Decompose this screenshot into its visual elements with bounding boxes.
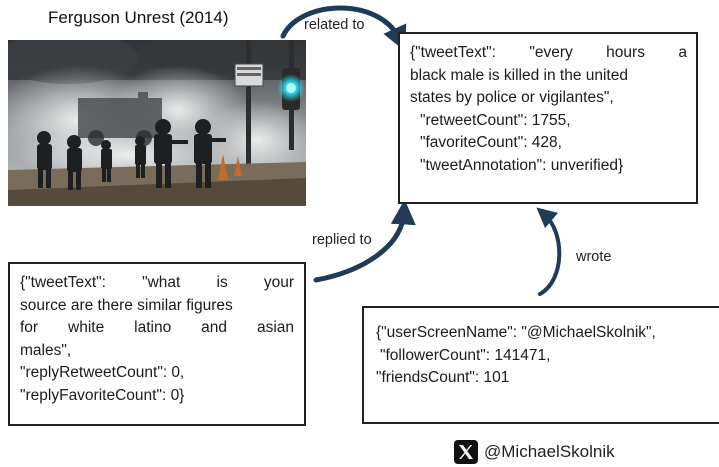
- user-friends-count: "friendsCount": 101: [376, 369, 510, 386]
- replied-to-arrow: [313, 199, 416, 283]
- tweet-line-2: black male is killed in the united: [410, 66, 628, 84]
- user-node: {"userScreenName": "@MichaelSkolnik", "f…: [362, 306, 719, 424]
- photo-scene: [8, 40, 306, 206]
- related-to-label: related to: [304, 17, 365, 33]
- ferguson-photo: [8, 40, 306, 206]
- x-logo-icon: [454, 440, 478, 464]
- user-follower-count: "followerCount": 141471,: [380, 346, 551, 364]
- reply-retweet-count: "replyRetweetCount": 0,: [20, 364, 185, 381]
- tweet-favorite-count: "favoriteCount": 428,: [420, 134, 562, 151]
- replied-to-label: replied to: [312, 232, 372, 248]
- reply-line-3: for white latino and asian: [20, 319, 294, 336]
- reply-node: {"tweetText": "what is your source are t…: [8, 262, 306, 426]
- tweet-node: {"tweetText": "every hours a black male …: [398, 32, 698, 204]
- reply-line-2: source are there similar figures: [20, 296, 233, 314]
- tweet-retweet-count: "retweetCount": 1755,: [420, 111, 571, 129]
- reply-line-4: males",: [20, 341, 72, 359]
- image-title: Ferguson Unrest (2014): [48, 8, 229, 27]
- tweet-annotation: "tweetAnnotation": unverified}: [420, 156, 624, 174]
- user-screen-name: {"userScreenName": "@MichaelSkolnik",: [376, 324, 656, 341]
- wrote-arrow: [536, 207, 562, 296]
- footer-handle: @MichaelSkolnik: [484, 442, 615, 461]
- footer-credit: @MichaelSkolnik: [454, 440, 615, 464]
- tweet-line-1: {"tweetText": "every hours a: [410, 44, 687, 61]
- tweet-line-3: states by police or vigilantes",: [410, 89, 614, 106]
- reply-favorite-count: "replyFavoriteCount": 0}: [20, 386, 185, 404]
- related-to-arrow: [280, 5, 407, 52]
- wrote-label: wrote: [576, 249, 612, 265]
- reply-line-1: {"tweetText": "what is your: [20, 274, 294, 291]
